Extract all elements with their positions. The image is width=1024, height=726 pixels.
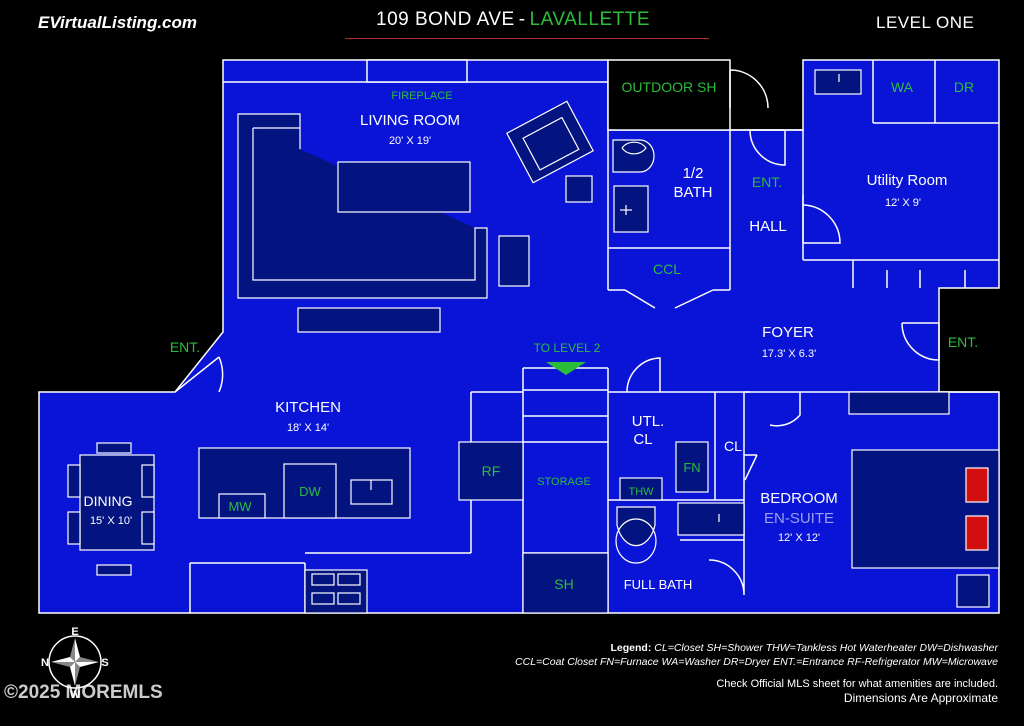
washer-label: WA: [891, 79, 914, 95]
full-bath-toilet: [616, 506, 656, 547]
bed-pillow-top: [965, 467, 989, 503]
legend-heading: Legend:: [610, 642, 652, 654]
title-separator: -: [518, 9, 526, 30]
dishwasher-label: DW: [299, 484, 321, 499]
shower: [522, 552, 609, 614]
compass-e: E: [71, 626, 78, 638]
kitchen-label: KITCHEN: [275, 399, 341, 416]
bedroom-dims: 12' X 12': [778, 532, 820, 544]
bench: [297, 307, 441, 333]
half-bath-sink: [613, 185, 649, 233]
hall-entrance-label: ENT.: [752, 174, 782, 190]
full-bath-vanity: [677, 502, 745, 536]
kitchen-sink: [350, 479, 393, 505]
microwave-label: MW: [228, 499, 252, 514]
living-room-label: LIVING ROOM: [360, 112, 460, 129]
kitchen-dims: 18' X 14': [287, 422, 329, 434]
utility-room-dims: 12' X 9': [885, 197, 921, 209]
thw-label: THW: [628, 486, 654, 498]
bedroom-subtitle: EN-SUITE: [764, 510, 834, 527]
storage-label: STORAGE: [537, 476, 591, 488]
legend-line-4: Dimensions Are Approximate: [843, 691, 998, 705]
legend: Legend: CL=Closet SH=Shower THW=Tankless…: [515, 641, 998, 705]
full-bath-label: FULL BATH: [624, 577, 693, 592]
dryer-label: DR: [954, 79, 974, 95]
closet-label: CL: [724, 438, 742, 454]
left-entrance-label: ENT.: [170, 339, 200, 355]
outdoor-shower-area: [607, 59, 731, 131]
shower-label: SH: [554, 576, 573, 592]
legend-line-2: CCL=Coat Closet FN=Furnace WA=Washer DR=…: [515, 656, 998, 668]
refrigerator: [458, 441, 524, 501]
dresser: [848, 391, 950, 415]
title-underline: [345, 38, 709, 39]
stairs-arrow: [546, 362, 586, 375]
water-heater: [619, 477, 663, 501]
end-table: [565, 175, 593, 203]
dining-dims: 15' X 10': [90, 515, 132, 527]
brand-logo-text: EVirtualListing.com: [38, 13, 198, 32]
copyright-watermark: ©2025 MOREMLS: [4, 682, 163, 703]
compass-w: W: [70, 689, 81, 701]
outdoor-shower-label: OUTDOOR SH: [622, 79, 717, 95]
half-bath-label-1: 1/2: [683, 165, 704, 182]
nightstand: [956, 574, 990, 608]
half-bath-toilet: [612, 139, 655, 173]
utility-closet-label-1: UTL.: [632, 413, 665, 430]
refrigerator-label: RF: [482, 463, 501, 479]
fireplace: [366, 59, 468, 83]
utility-room-label: Utility Room: [867, 172, 948, 189]
dining-label: DINING: [84, 493, 133, 509]
compass-n: N: [41, 657, 49, 669]
microwave: [218, 493, 266, 519]
legend-line-3: Check Official MLS sheet for what amenit…: [716, 678, 998, 690]
fireplace-label: FIREPLACE: [391, 90, 452, 102]
level-label: LEVEL ONE: [876, 13, 975, 32]
dishwasher: [283, 463, 337, 519]
compass-s: S: [101, 657, 108, 669]
coffee-table: [337, 161, 471, 213]
compass-rose-icon: E W S N: [41, 626, 109, 701]
utility-closet-label-2: CL: [633, 431, 652, 448]
bed-pillow-bottom: [965, 515, 989, 551]
living-room-dims: 20' X 19': [389, 135, 431, 147]
half-bath-label-2: BATH: [674, 184, 713, 201]
foyer-dims: 17.3' X 6.3': [762, 348, 816, 360]
to-level-2-label: TO LEVEL 2: [534, 341, 601, 355]
legend-line-1: CL=Closet SH=Shower THW=Tankless Hot Wat…: [654, 642, 998, 654]
bedroom-label: BEDROOM: [760, 490, 838, 507]
right-entrance-label: ENT.: [948, 334, 978, 350]
coat-closet-label: CCL: [653, 261, 681, 277]
furnace: [675, 441, 709, 493]
foyer-label: FOYER: [762, 324, 814, 341]
city-text: LAVALLETTE: [529, 9, 651, 30]
address-text: 109 BOND AVE: [376, 9, 515, 30]
listing-title: 109 BOND AVE-LAVALLETTE: [376, 9, 650, 31]
side-table: [498, 235, 530, 287]
furnace-label: FN: [683, 460, 700, 475]
hall-label: HALL: [749, 218, 787, 235]
